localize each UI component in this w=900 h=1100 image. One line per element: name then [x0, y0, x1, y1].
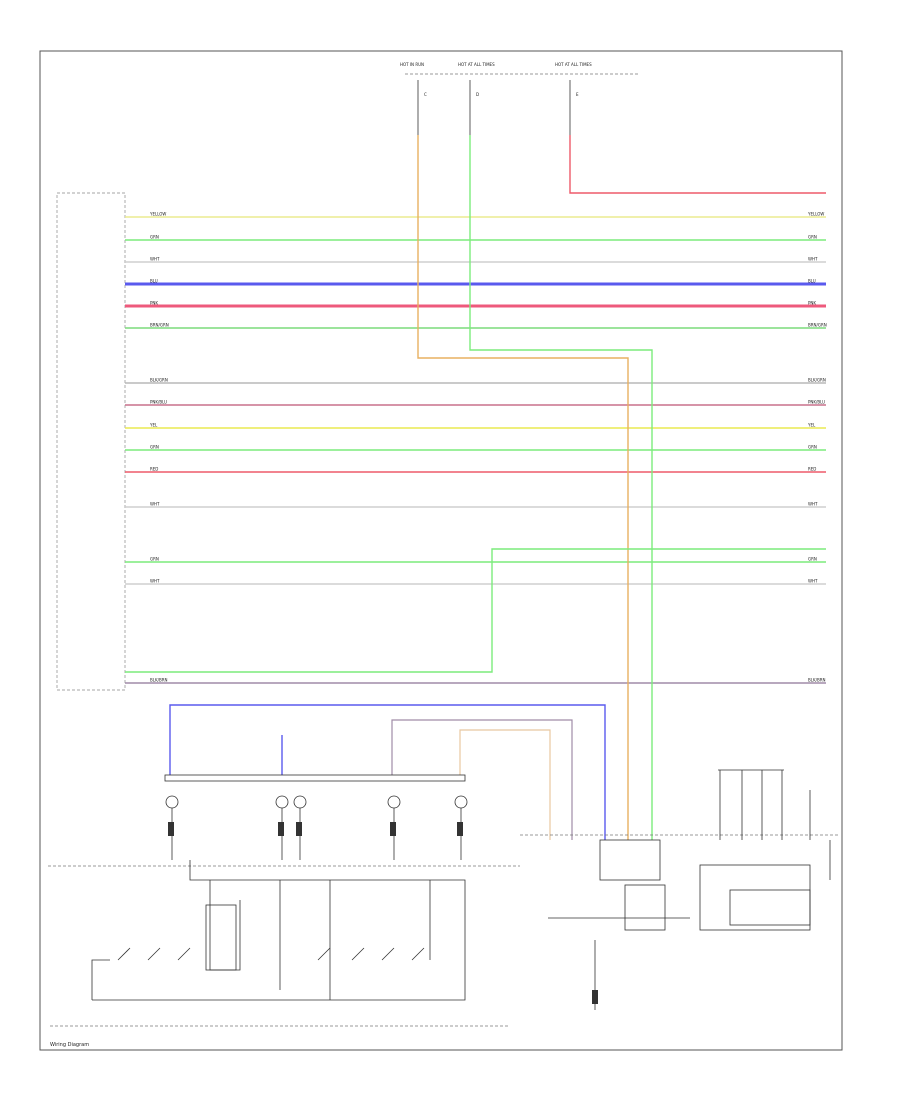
fuse-c-id: C: [424, 92, 427, 97]
wire-color-label: WHT: [150, 579, 160, 584]
sensor-connectors: [164, 774, 468, 860]
fuse-d-label: HOT AT ALL TIMES: [458, 62, 495, 67]
wire-color-label-right: WHT: [808, 579, 818, 584]
wire-color-label: BLU: [150, 279, 158, 284]
wire-color-label-right: PNK: [808, 301, 816, 306]
wire-color-label-right: YEL: [807, 423, 816, 428]
wire-color-label: BLK/GRN: [150, 378, 168, 383]
diagram-frame: [39, 50, 843, 1051]
wire-color-label: WHT: [150, 257, 160, 262]
green-step-wire: [125, 548, 826, 673]
wire-harness: YELLOW YELLOW GRN GRN WHT WHT BLU BLU PNK PNK BRN/…: [125, 212, 827, 684]
wire-color-label: GRN: [150, 235, 159, 240]
fuse-d-feed: [469, 135, 653, 840]
wire-color-label-right: BLU: [808, 279, 816, 284]
wire-color-label-right: PNK/BLU: [808, 400, 825, 405]
tan-wire: [459, 729, 551, 840]
wire-color-label-right: WHT: [808, 502, 818, 507]
footer-text: Wiring Diagram: [50, 1042, 89, 1048]
wire-color-label: RED: [150, 467, 158, 472]
splice-purple-wire: [391, 719, 573, 840]
wire-color-label-right: BLK/GRN: [808, 378, 826, 383]
switch-network: [91, 860, 466, 1001]
top-fuse-block: HOT IN RUN C HOT AT ALL TIMES D HOT AT A…: [400, 62, 640, 135]
wire-color-label-right: BRN/GRN: [808, 323, 827, 328]
control-module-outline: [56, 192, 126, 691]
wire-color-label: PNK/BLU: [150, 400, 167, 405]
fuse-e-feed: [569, 135, 826, 194]
fuse-e-label: HOT AT ALL TIMES: [555, 62, 592, 67]
wire-color-label: YELLOW: [149, 212, 166, 217]
wire-color-label-right: GRN: [808, 235, 817, 240]
wire-color-label: YEL: [149, 423, 158, 428]
fuse-c-feed: [417, 135, 629, 840]
wire-color-label-right: WHT: [808, 257, 818, 262]
cluster-module: [520, 769, 840, 1010]
wire-color-label: GRN: [150, 557, 159, 562]
wire-color-label-right: GRN: [808, 557, 817, 562]
fuse-d-id: D: [476, 92, 479, 97]
fuse-c-label: HOT IN RUN: [400, 62, 424, 67]
wire-color-label-right: RED: [808, 467, 816, 472]
wire-color-label-right: GRN: [808, 445, 817, 450]
wire-color-label: GRN: [150, 445, 159, 450]
wire-color-label: PNK: [150, 301, 158, 306]
wire-color-label: BLK/BRN: [150, 678, 167, 683]
wire-color-label-right: YELLOW: [807, 212, 824, 217]
sensor-blue-wire: [169, 704, 606, 840]
wire-color-label: WHT: [150, 502, 160, 507]
wire-color-label: BRN/GRN: [150, 323, 169, 328]
fuse-e-id: E: [576, 92, 579, 97]
wire-color-label-right: BLK/BRN: [808, 678, 825, 683]
